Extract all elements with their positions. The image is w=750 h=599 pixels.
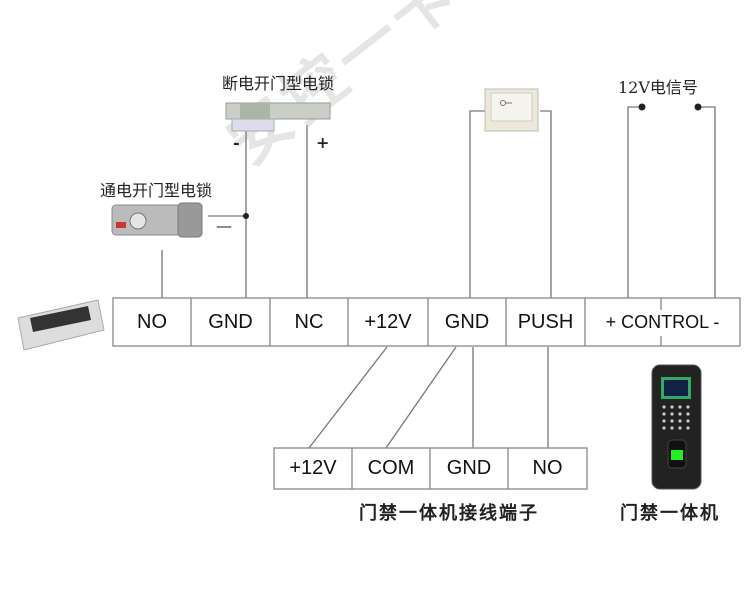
wire-control-plus [627, 106, 642, 298]
power-controller-image [17, 299, 105, 351]
bottom-terminal-caption: 门禁一体机接线端子 [359, 503, 539, 524]
terminal-gnd: GND [208, 310, 253, 333]
strike-lock-image [225, 102, 331, 132]
main-terminal-strip [112, 297, 741, 347]
plus-label: + [316, 133, 330, 152]
bottom-terminal-12v: +12V [289, 457, 337, 479]
wire-12v-lower [308, 346, 388, 449]
terminal-push: PUSH [517, 310, 574, 333]
minus-label-2: — [216, 216, 232, 235]
terminal-control: + CONTROL - [605, 311, 720, 332]
wire-exit-gnd [469, 110, 485, 298]
minus-label: - [233, 133, 240, 152]
terminal-12v: +12V [364, 310, 412, 333]
terminal-nc: NC [294, 310, 324, 333]
rim-lock-image [111, 202, 203, 238]
bottom-terminal-gnd: GND [446, 457, 492, 479]
bottom-terminal-no: NO [532, 457, 563, 479]
access-control-device-image [651, 364, 702, 490]
signal-12v-label: 12V电信号 [618, 78, 698, 97]
wire-push [540, 110, 552, 298]
fail-secure-lock-label: 断电开门型电锁 [222, 74, 335, 93]
device-caption: 门禁一体机 [620, 503, 720, 524]
wire-com-lower [385, 346, 457, 449]
bottom-terminal-com: COM [367, 457, 415, 479]
wire-control-minus [700, 106, 716, 298]
exit-button-image [484, 88, 539, 132]
bottom-terminal-strip [273, 447, 588, 490]
terminal-no: NO [137, 310, 167, 333]
fail-safe-lock-label: 通电开门型电锁 [100, 181, 213, 200]
terminal-gnd-2: GND [444, 310, 490, 333]
